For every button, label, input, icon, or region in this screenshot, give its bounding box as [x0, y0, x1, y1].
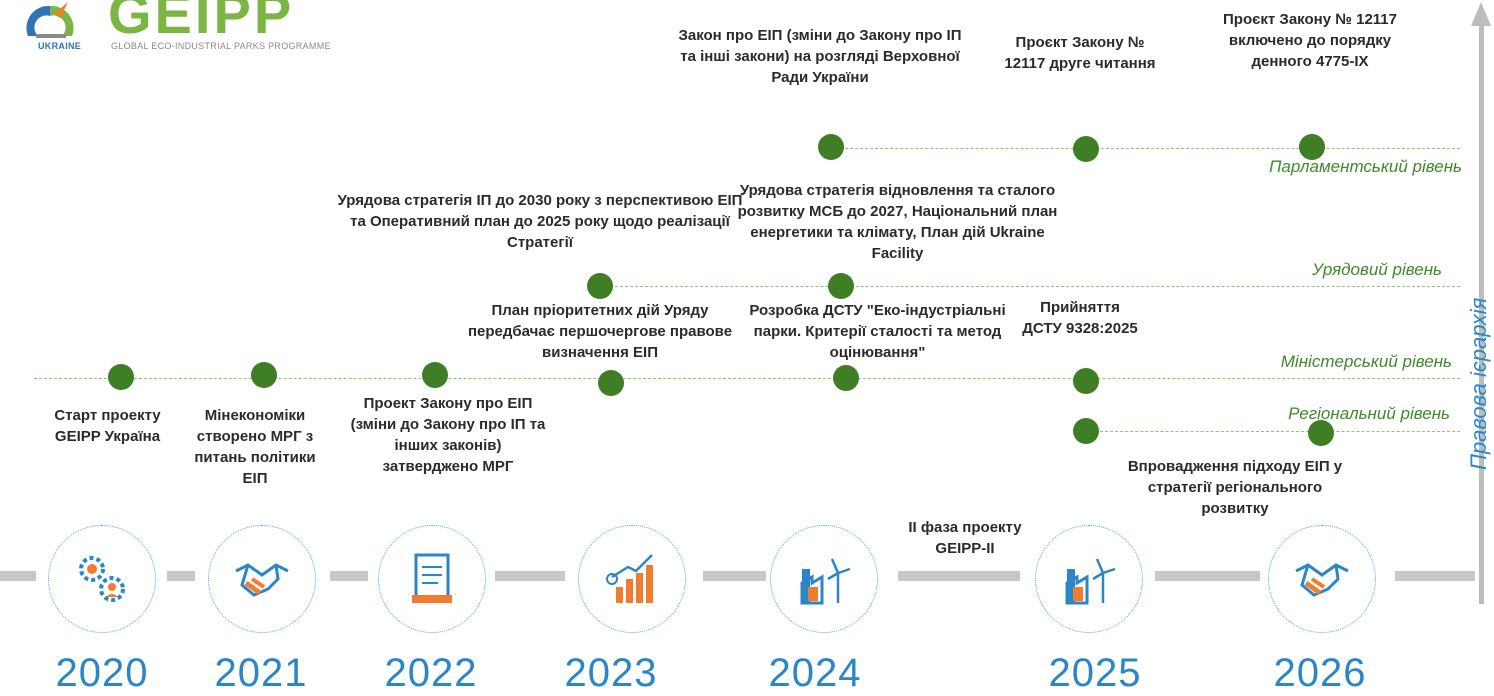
year-label-2023: 2023: [564, 651, 658, 695]
year-2026-icon-circle: [1268, 525, 1376, 633]
phase2-text: II фаза проекту GEIPP-II: [908, 519, 1022, 557]
handshake-icon: [235, 563, 289, 597]
event-2024-parl-text: Закон про ЕІП (зміни до Закону про ІП та…: [678, 27, 962, 86]
event-dot-2025-min: [1073, 368, 1099, 394]
event-2024-min-text: Розробка ДСТУ "Еко-індустріальні парки. …: [749, 302, 1006, 361]
timeline-segment: [330, 571, 368, 581]
year-label-2024: 2024: [768, 651, 862, 695]
event-2025-min-text: Прийняття ДСТУ 9328:2025: [1022, 299, 1138, 337]
event-2026-parl-text: Проєкт Закону № 12117 включено до порядк…: [1223, 11, 1397, 70]
year-label-2026: 2026: [1273, 651, 1367, 695]
factory-wind-icon: [1065, 558, 1116, 605]
event-2024-gov-text: Урядова стратегія відновлення та сталого…: [737, 182, 1058, 262]
parliament-level-label: Парламентський рівень: [1269, 157, 1462, 176]
factory-wind-icon: [800, 558, 851, 605]
event-dot-2024-parl: [818, 134, 844, 160]
regional-level-line: [1085, 431, 1460, 432]
event-2026-reg-text: Впровадження підходу ЕІП у стратегії рег…: [1127, 458, 1343, 517]
gears-people-icon: [79, 556, 125, 602]
regional-level-label: Регіональний рівень: [1288, 404, 1450, 423]
year-2021-icon-circle: [208, 525, 316, 633]
event-2020-text: Старт проекту GEIPP Україна: [54, 407, 161, 445]
event-dot-2023-min: [598, 370, 624, 396]
geipp-logo-icon: [26, 2, 74, 38]
event-2021-text: Мінекономіки створено МРГ з питань політ…: [194, 407, 316, 487]
government-level-line: [600, 286, 1460, 287]
timeline-segment: [703, 571, 766, 581]
handshake-icon: [1295, 563, 1349, 597]
document-icon: [412, 553, 452, 603]
logo-title: GEIPP: [108, 0, 295, 45]
ministry-level-label: Міністерський рівень: [1280, 352, 1452, 371]
timeline-segment: [0, 571, 36, 581]
year-2025-icon-circle: [1035, 525, 1143, 633]
logo-program: GLOBAL ECO-INDUSTRIAL PARKS PROGRAMME: [111, 41, 331, 51]
event-dot-2026-reg: [1308, 420, 1334, 446]
year-2023-icon-circle: [578, 525, 686, 633]
event-dot-2026-parl: [1299, 134, 1325, 160]
event-2023-gov-text: Урядова стратегія ІП до 2030 року з перс…: [337, 192, 743, 251]
parliament-level-line: [830, 148, 1460, 149]
year-label-2025: 2025: [1048, 651, 1142, 695]
timeline-segment: [495, 571, 565, 581]
year-label-2021: 2021: [214, 651, 308, 695]
growth-chart-icon: [606, 554, 653, 603]
event-dot-2020: [108, 364, 134, 390]
year-label-2020: 2020: [55, 651, 149, 695]
logo-country: UKRAINE: [38, 41, 82, 51]
event-dot-2025-reg: [1073, 418, 1099, 444]
event-dot-2022: [422, 362, 448, 388]
year-label-2022: 2022: [384, 651, 478, 695]
timeline-segment: [167, 571, 195, 581]
ministry-level-line: [34, 378, 1460, 379]
government-level-label: Урядовий рівень: [1312, 260, 1442, 279]
hierarchy-axis: [1479, 24, 1484, 604]
event-dot-2024-gov: [828, 273, 854, 299]
year-2024-icon-circle: [770, 525, 878, 633]
year-2022-icon-circle: [378, 525, 486, 633]
timeline-segment: [898, 571, 1020, 581]
axis-label: Правова ієрархія: [1466, 297, 1491, 470]
event-dot-2023-gov: [587, 273, 613, 299]
event-dot-2025-parl: [1073, 136, 1099, 162]
axis-arrow-icon: [1471, 2, 1491, 26]
timeline-segment: [1155, 571, 1260, 581]
year-2020-icon-circle: [48, 525, 156, 633]
event-2025-parl-text: Проєкт Закону № 12117 друге читання: [1004, 34, 1156, 72]
event-2023-min-text: План пріоритетних дій Уряду передбачає п…: [467, 302, 733, 361]
timeline-segment: [1395, 571, 1475, 581]
event-2022-text: Проект Закону про ЕІП (зміни до Закону п…: [350, 395, 546, 475]
event-dot-2024-min: [833, 365, 859, 391]
event-dot-2021: [251, 362, 277, 388]
